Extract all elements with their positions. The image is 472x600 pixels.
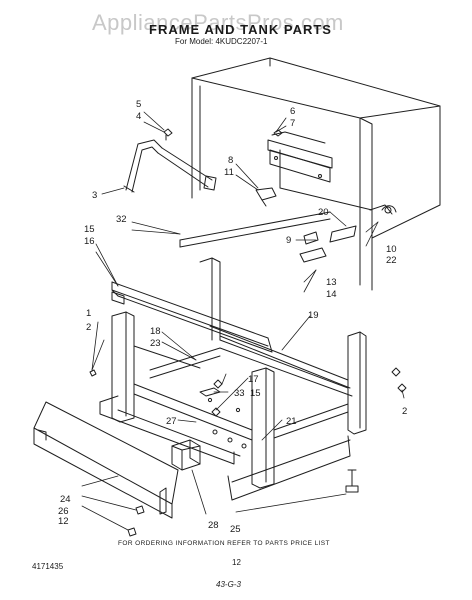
callout-11: 11 — [224, 167, 234, 178]
callout-9: 9 — [286, 235, 291, 246]
callout-26: 26 — [58, 506, 69, 517]
drawing-part-number: 4171435 — [32, 562, 64, 571]
callout-18: 18 — [150, 326, 161, 337]
model-label: For Model: 4KUDC2207-1 — [175, 37, 268, 46]
callout-16: 16 — [84, 236, 95, 247]
callout-2: 2 — [86, 322, 91, 333]
callout-19: 19 — [308, 310, 319, 321]
callout-6: 6 — [290, 106, 295, 117]
callout-17: 17 — [248, 374, 259, 385]
callout-27: 27 — [166, 416, 177, 427]
screw-top-left — [163, 128, 173, 141]
callout-10: 10 — [386, 244, 397, 255]
junction-box — [171, 439, 201, 471]
leveling-leg — [345, 469, 359, 493]
callout-1: 1 — [86, 308, 91, 319]
callout-32: 32 — [116, 214, 127, 225]
vent-tube — [123, 139, 217, 193]
top-bracket — [269, 129, 331, 183]
tank-clip — [255, 187, 277, 207]
callout-13: 13 — [326, 277, 337, 288]
frame-base — [99, 257, 367, 501]
callout-7: 7 — [290, 118, 295, 129]
callout-15: 15 — [84, 224, 95, 235]
diagram-title: FRAME AND TANK PARTS — [149, 22, 332, 37]
page-number: 12 — [232, 558, 241, 567]
toe-kick-panel — [33, 401, 179, 519]
front-rail — [111, 281, 273, 353]
callout-labels: 5 4 6 7 3 8 11 32 20 15 16 9 10 22 13 14… — [58, 99, 407, 535]
callout-21: 21 — [286, 416, 297, 427]
callout-33: 33 — [234, 388, 245, 399]
callout-25: 25 — [230, 524, 241, 535]
callout-15-lower: 15 — [250, 388, 261, 399]
handwritten-code: 43-G-3 — [216, 580, 241, 589]
callout-2-right: 2 — [402, 406, 407, 417]
callout-8: 8 — [228, 155, 233, 166]
callout-23: 23 — [150, 338, 161, 349]
rear-rail — [179, 211, 331, 248]
callout-14: 14 — [326, 289, 337, 300]
callout-22: 22 — [386, 255, 397, 266]
callout-4: 4 — [136, 111, 141, 122]
callout-12: 12 — [58, 516, 69, 527]
callout-20: 20 — [318, 207, 329, 218]
right-bracket — [299, 225, 357, 263]
callout-3: 3 — [92, 190, 97, 201]
leader-lines — [81, 111, 405, 531]
ordering-note: FOR ORDERING INFORMATION REFER TO PARTS … — [118, 540, 330, 547]
callout-28: 28 — [208, 520, 219, 531]
callout-24: 24 — [60, 494, 71, 505]
panel-screws — [127, 505, 145, 537]
callout-5: 5 — [136, 99, 141, 110]
watermark: AppliancePartsPros.com — [92, 10, 344, 35]
